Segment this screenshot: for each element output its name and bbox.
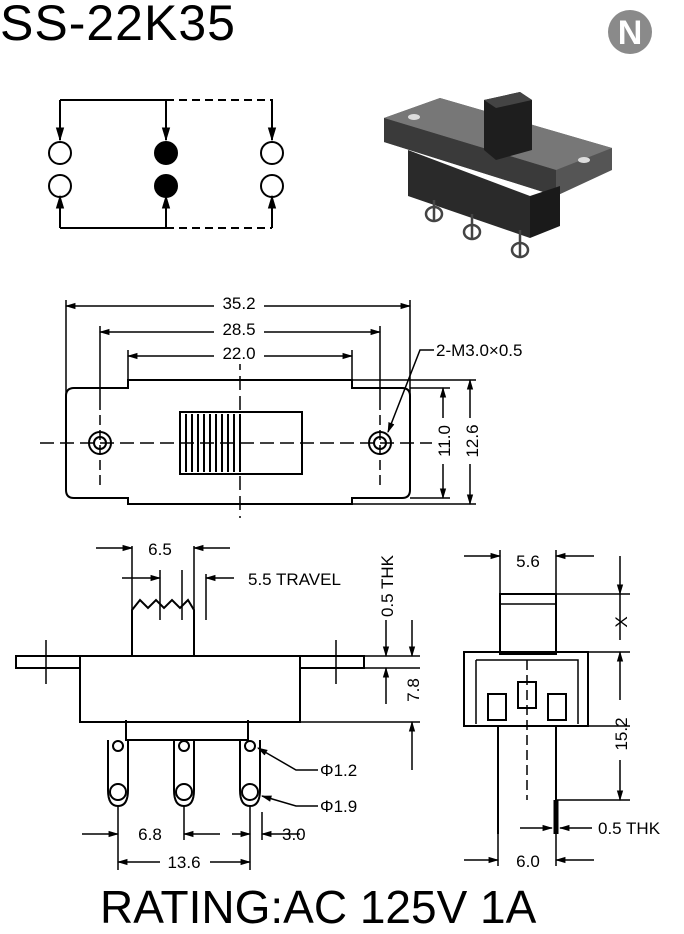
dim-hole-pitch: 28.5 (222, 320, 255, 339)
dim-mount-holes: 2-M3.0×0.5 (436, 341, 522, 360)
terminal-open (48, 141, 72, 165)
dim-body-length: 22.0 (222, 344, 255, 363)
dim-overall-length: 35.2 (222, 294, 255, 313)
circuit-schematic (48, 99, 284, 229)
dim-pin-edge: 3.0 (282, 825, 306, 844)
side-view (463, 550, 630, 866)
terminal-closed (154, 174, 178, 198)
front-view-labels: 6.5 5.5 TRAVEL 0.5 THK 7.8 Φ1.2 Φ1.9 6.8… (138, 540, 423, 872)
dim-pin-pitch: 6.8 (138, 825, 162, 844)
dim-pin-hole-small: Φ1.2 (320, 761, 357, 780)
dim-actuator-height: X (612, 616, 631, 627)
logo-letter: N (618, 14, 643, 52)
terminal-open (260, 141, 284, 165)
dim-plate-thk: 0.5 THK (378, 554, 397, 617)
product-illustration (384, 92, 612, 259)
terminal-open (260, 174, 284, 198)
terminal-closed (154, 141, 178, 165)
dim-body-height-outer: 12.6 (463, 424, 482, 457)
dim-pin-length: 15.2 (612, 717, 631, 750)
front-view (15, 544, 420, 870)
dim-actuator-width: 6.5 (148, 540, 172, 559)
dim-pin-thk: 0.5 THK (598, 819, 661, 838)
dim-body-height-inner: 11.0 (435, 425, 454, 457)
top-view-labels: 35.2 28.5 22.0 2-M3.0×0.5 11.0 12.6 (214, 294, 522, 464)
side-view-labels: 5.6 X 15.2 0.5 THK 6.0 (516, 552, 661, 871)
dim-body-depth: 7.8 (404, 678, 423, 702)
dim-side-width: 6.0 (516, 852, 540, 871)
dim-pin-span: 13.6 (167, 853, 200, 872)
dim-travel: 5.5 TRAVEL (248, 570, 341, 589)
dim-pin-hole-large: Φ1.9 (320, 797, 357, 816)
dim-side-actuator-width: 5.6 (516, 552, 540, 571)
top-view (40, 300, 476, 518)
part-number-title: SS-22K35 (0, 0, 236, 51)
terminal-open (48, 174, 72, 198)
brand-logo: N (608, 10, 652, 54)
electrical-rating: RATING:AC 125V 1A (100, 881, 537, 933)
